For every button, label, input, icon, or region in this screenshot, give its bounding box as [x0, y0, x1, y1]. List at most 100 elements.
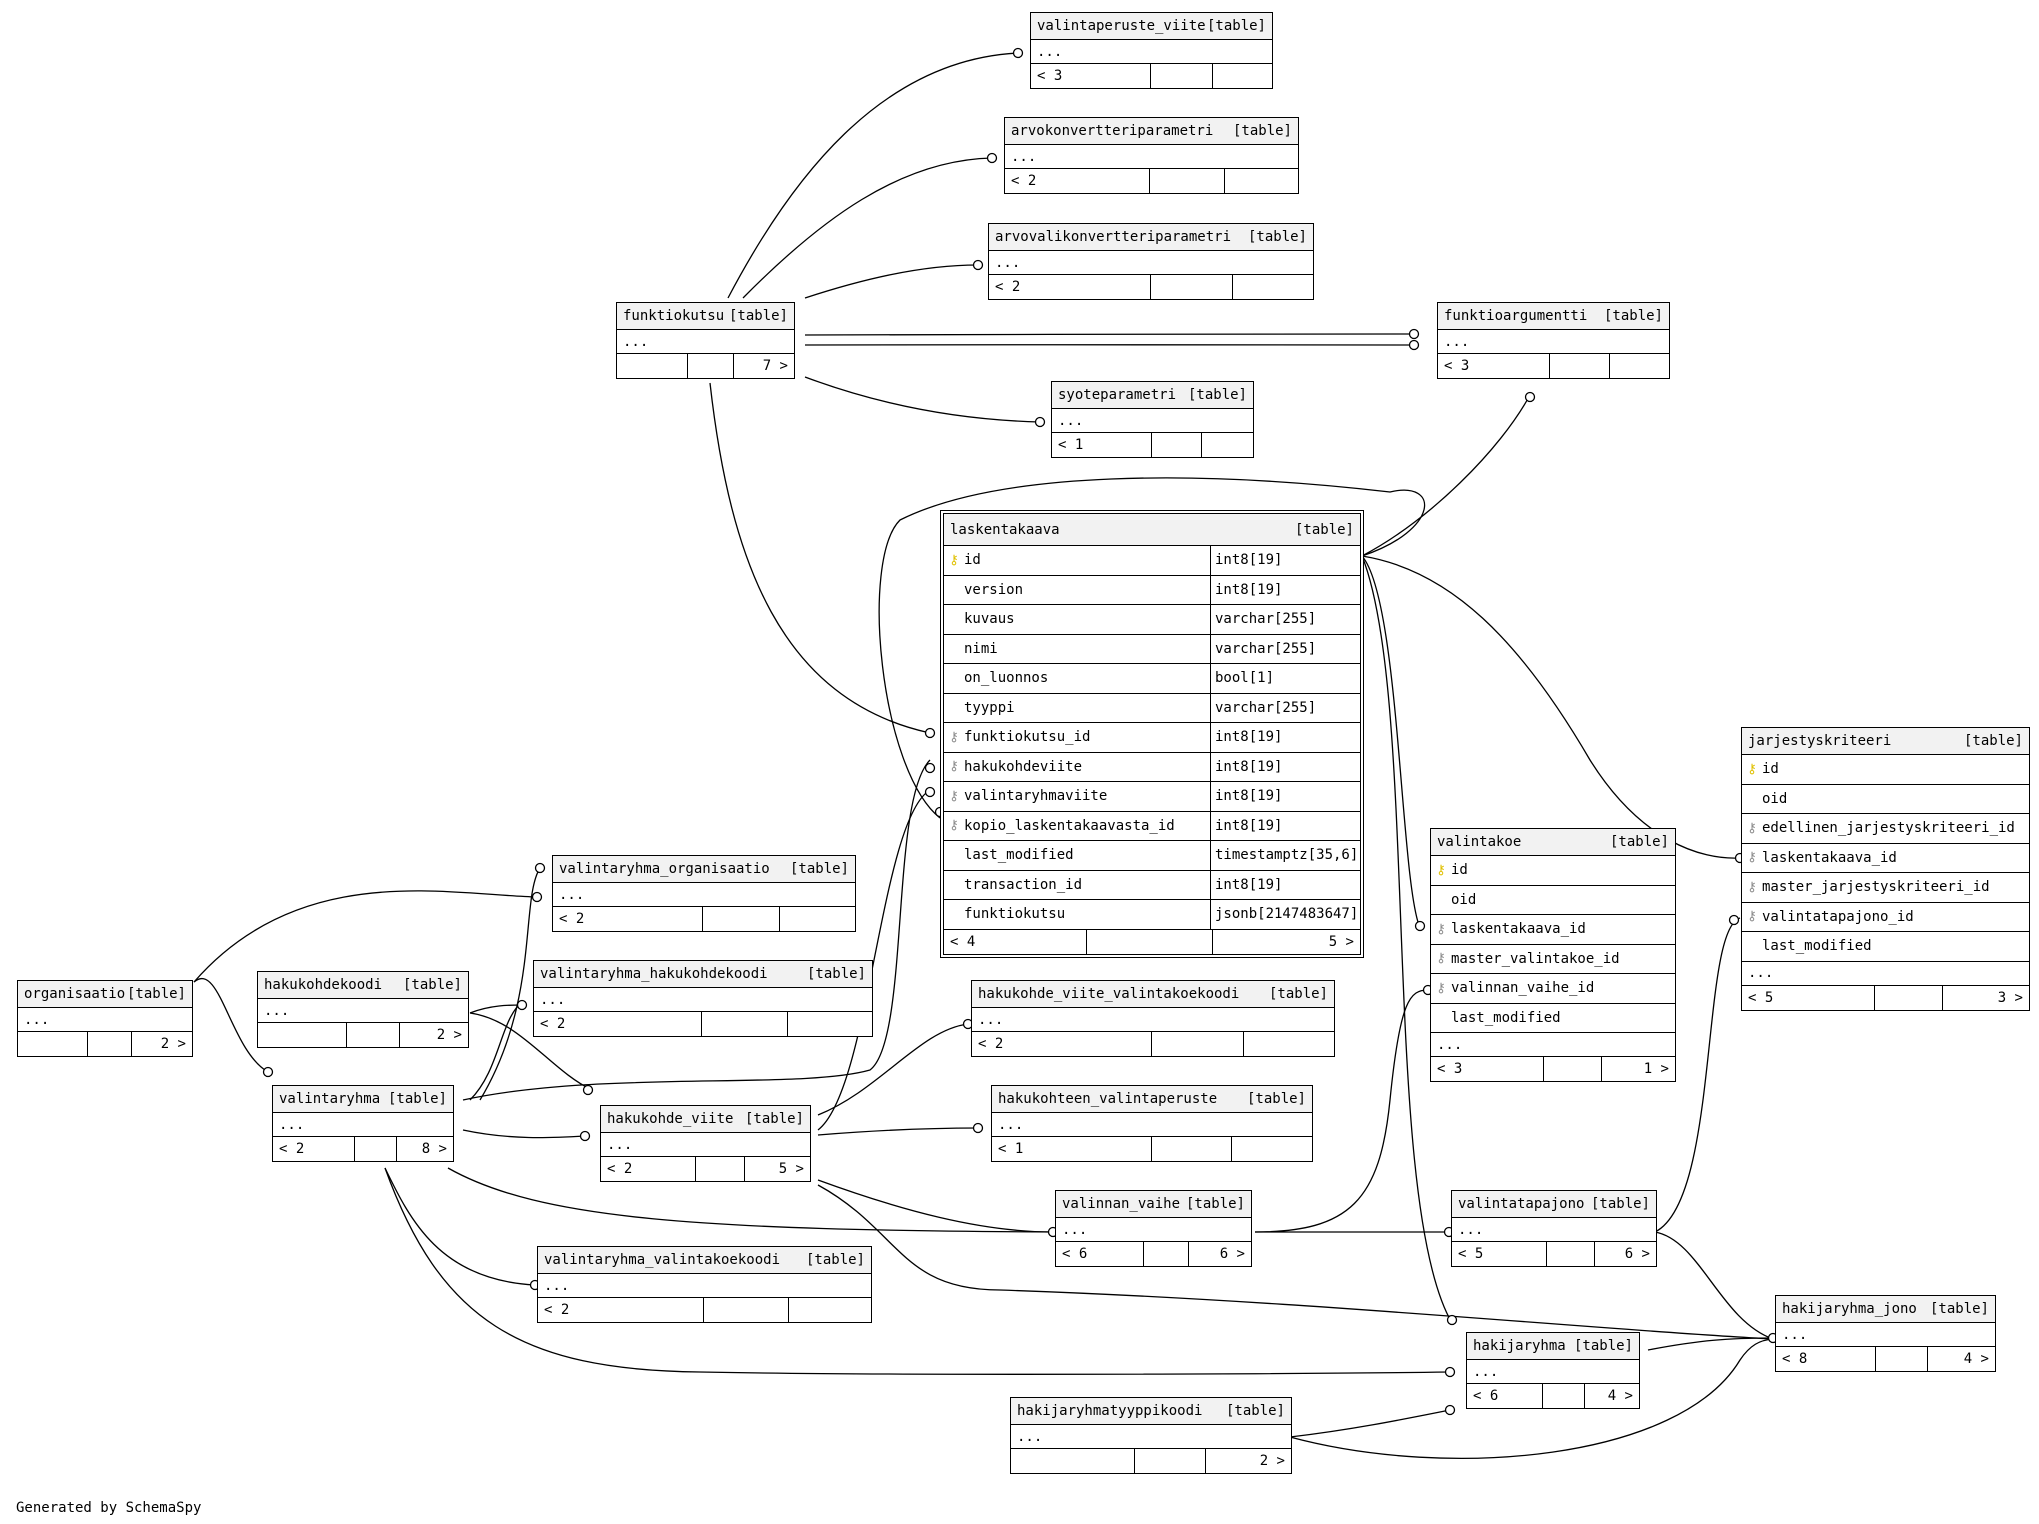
table-hakukohde_viite_valintakoekoodi[interactable]: hakukohde_viite_valintakoekoodi[table] .… — [971, 980, 1335, 1057]
column-row-laskentakaava_id[interactable]: ⚷laskentakaava_id — [1742, 844, 2029, 873]
footer-parents[interactable]: < 6 — [1467, 1384, 1543, 1408]
footer-parents[interactable] — [258, 1023, 347, 1047]
edge-valintatapajono-jarjestyskriteeri — [1654, 917, 1741, 1233]
footer-parents[interactable]: < 2 — [972, 1032, 1152, 1056]
column-row-master_jarjestyskriteeri_id[interactable]: ⚷master_jarjestyskriteeri_id — [1742, 873, 2029, 903]
footer-parents[interactable]: < 1 — [1052, 433, 1152, 457]
footer-parents[interactable]: < 6 — [1056, 1242, 1144, 1266]
table-jarjestyskriteeri[interactable]: jarjestyskriteeri[table] ⚷id oid ⚷edelli… — [1741, 727, 2030, 1011]
table-valintaperuste_viite[interactable]: valintaperuste_viite[table] ... < 3 — [1030, 12, 1273, 89]
footer-children[interactable] — [1213, 64, 1272, 88]
footer-parents[interactable] — [18, 1032, 88, 1056]
footer-children[interactable] — [788, 1012, 872, 1036]
column-row-last_modified[interactable]: last_modified — [1431, 1004, 1675, 1033]
column-row-oid[interactable]: oid — [1431, 886, 1675, 915]
footer-children[interactable]: 2 > — [436, 1027, 462, 1043]
table-valintaryhma_organisaatio[interactable]: valintaryhma_organisaatio[table] ... < 2 — [552, 855, 856, 932]
footer-children[interactable]: 4 > — [1607, 1388, 1633, 1404]
footer-children[interactable]: 6 > — [1624, 1246, 1650, 1262]
footer-parents[interactable] — [617, 354, 688, 378]
table-syoteparametri[interactable]: syoteparametri[table] ... < 1 — [1051, 381, 1254, 458]
footer-children[interactable] — [780, 907, 855, 931]
footer-parents[interactable]: < 2 — [601, 1157, 696, 1181]
footer-children[interactable] — [1225, 169, 1298, 193]
table-valintakoe[interactable]: valintakoe[table] ⚷id oid ⚷laskentakaava… — [1430, 828, 1676, 1082]
footer-parents[interactable]: < 2 — [534, 1012, 702, 1036]
table-organisaatio[interactable]: organisaatio[table] ... 2 > — [17, 980, 193, 1057]
column-row-id[interactable]: ⚷id — [1742, 755, 2029, 785]
footer-children[interactable] — [1202, 433, 1253, 457]
footer-children[interactable]: 2 > — [160, 1036, 186, 1052]
footer-parents[interactable]: < 4 — [944, 929, 1087, 954]
footer-parents[interactable]: < 8 — [1776, 1347, 1876, 1371]
footer-children[interactable]: 5 > — [1328, 933, 1354, 950]
footer-children[interactable] — [1233, 275, 1313, 299]
column-row-last_modified[interactable]: last_modified — [1742, 932, 2029, 962]
footer-children[interactable]: 5 > — [778, 1161, 804, 1177]
column-row-valintatapajono_id[interactable]: ⚷valintatapajono_id — [1742, 903, 2029, 932]
footer-parents[interactable]: < 2 — [989, 275, 1151, 299]
column-row-valinnan_vaihe_id[interactable]: ⚷valinnan_vaihe_id — [1431, 974, 1675, 1004]
table-valintaryhma_valintakoekoodi[interactable]: valintaryhma_valintakoekoodi[table] ... … — [537, 1246, 872, 1323]
table-arvokonvertteriparametri[interactable]: arvokonvertteriparametri[table] ... < 2 — [1004, 117, 1299, 194]
footer-children[interactable]: 3 > — [1997, 989, 2023, 1006]
footer-parents[interactable]: < 3 — [1438, 354, 1550, 378]
table-hakukohdekoodi[interactable]: hakukohdekoodi[table] ... 2 > — [257, 971, 469, 1048]
table-funktioargumentti[interactable]: funktioargumentti[table] ... < 3 — [1437, 302, 1670, 379]
footer-parents[interactable]: < 2 — [1005, 169, 1150, 193]
footer-parents[interactable]: < 5 — [1742, 985, 1875, 1010]
footer-parents[interactable]: < 2 — [273, 1137, 355, 1161]
footer-children[interactable]: 4 > — [1963, 1351, 1989, 1367]
footer-children[interactable]: 1 > — [1643, 1061, 1669, 1077]
footer-children[interactable] — [1244, 1032, 1334, 1056]
footer-parents[interactable]: < 3 — [1431, 1057, 1544, 1081]
footer-children[interactable] — [1610, 354, 1669, 378]
footer-children[interactable] — [1232, 1137, 1312, 1161]
table-kind: [table] — [1603, 308, 1663, 324]
column-row-laskentakaava_id[interactable]: ⚷laskentakaava_id — [1431, 915, 1675, 945]
footer-parents[interactable]: < 5 — [1452, 1242, 1547, 1266]
table-hakijaryhmatyyppikoodi[interactable]: hakijaryhmatyyppikoodi[table] ... 2 > — [1010, 1397, 1292, 1474]
column-row-oid[interactable]: oid — [1742, 785, 2029, 814]
footer-parents[interactable]: < 2 — [538, 1298, 704, 1322]
table-arvovalikonvertteriparametri[interactable]: arvovalikonvertteriparametri[table] ... … — [988, 223, 1314, 300]
footer-parents[interactable]: < 2 — [553, 907, 703, 931]
footer-children[interactable]: 7 > — [762, 358, 788, 374]
table-valintaryhma_hakukohdekoodi[interactable]: valintaryhma_hakukohdekoodi[table] ... <… — [533, 960, 873, 1037]
table-body: ... — [989, 251, 1313, 275]
column-row-id[interactable]: ⚷id — [1431, 856, 1675, 886]
footer-children[interactable]: 6 > — [1219, 1246, 1245, 1262]
column-row-master_valintakoe_id[interactable]: ⚷master_valintakoe_id — [1431, 945, 1675, 974]
footer-children[interactable]: 2 > — [1259, 1453, 1285, 1469]
footer-children[interactable]: 8 > — [421, 1141, 447, 1157]
column-row-edellinen_jarjestyskriteeri_id[interactable]: ⚷edellinen_jarjestyskriteeri_id — [1742, 814, 2029, 844]
table-funktiokutsu[interactable]: funktiokutsu[table] ... 7 > — [616, 302, 795, 379]
footer-parents[interactable]: < 3 — [1031, 64, 1151, 88]
edge-valintaryhma-valintaryhma_valintakoekoodi — [384, 1167, 536, 1286]
table-hakukohteen_valintaperuste[interactable]: hakukohteen_valintaperuste[table] ... < … — [991, 1085, 1313, 1162]
footer-children[interactable] — [789, 1298, 871, 1322]
footer-parents[interactable]: < 1 — [992, 1137, 1152, 1161]
footer-parents[interactable] — [1011, 1449, 1135, 1473]
column-name: tyyppi — [964, 699, 1015, 716]
